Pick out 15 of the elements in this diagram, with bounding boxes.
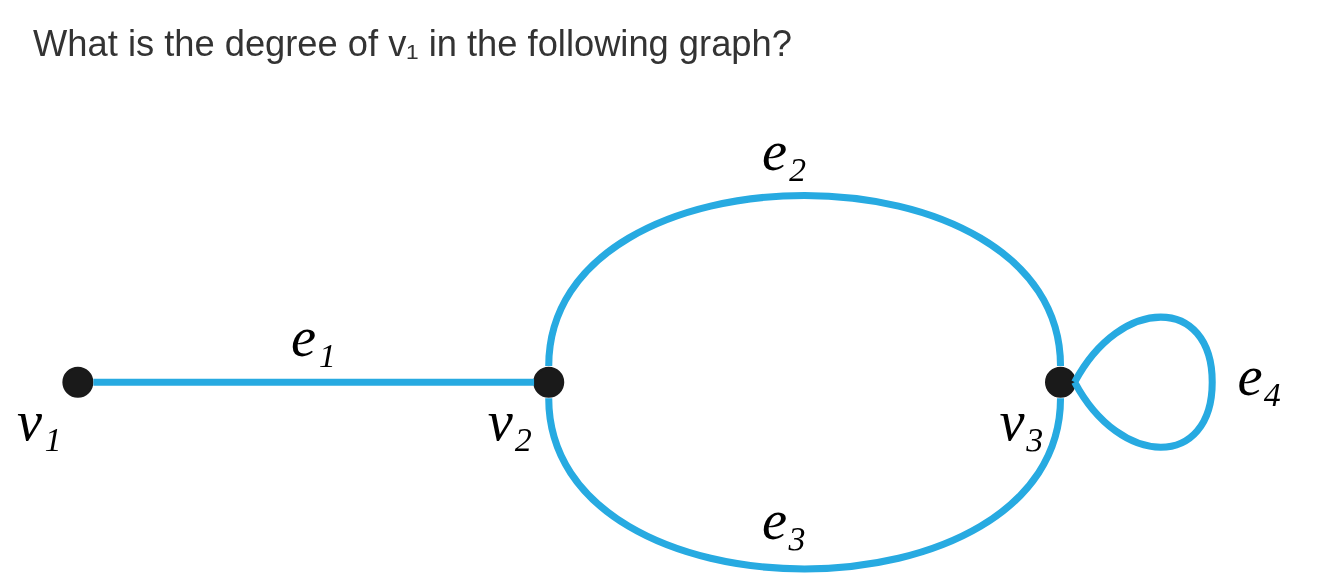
- node-label: v₃: [999, 389, 1045, 452]
- node-circle: [1045, 366, 1077, 398]
- node-label: v₂: [487, 389, 533, 452]
- connector: [545, 192, 1064, 367]
- connector: [93, 378, 535, 386]
- edge-label: e₄: [1237, 345, 1283, 408]
- diagram-title: What is the degree of v₁ in the following graph?: [33, 23, 792, 65]
- edge-label: e₁: [291, 305, 336, 368]
- connector: [545, 397, 1064, 573]
- edge-label: e₃: [761, 489, 807, 552]
- node-circle: [62, 366, 94, 398]
- node-circle: [533, 366, 565, 398]
- edge-label: e₂: [761, 120, 807, 183]
- node-label: v₁: [16, 389, 62, 452]
- connector: [1071, 313, 1216, 451]
